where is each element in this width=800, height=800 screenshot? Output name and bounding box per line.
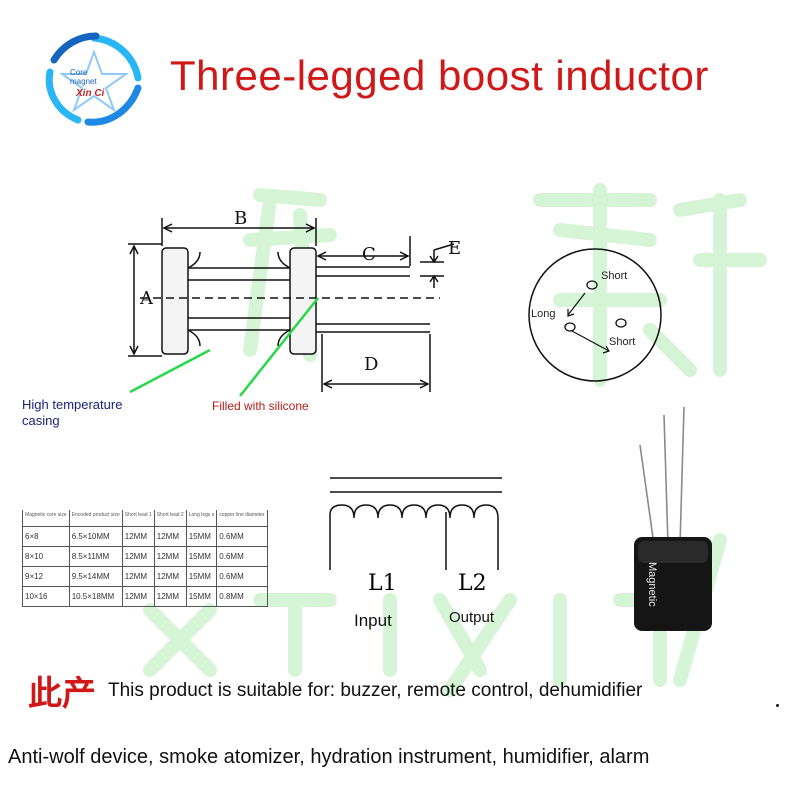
table-cell: 12MM bbox=[121, 586, 155, 607]
dot-mark bbox=[776, 704, 779, 707]
component-marking: Magnetic bbox=[646, 562, 658, 607]
table-cell: 12MM bbox=[153, 566, 187, 587]
spec-table: Magnetic core size Encoded product size … bbox=[22, 510, 268, 607]
output-label: Output bbox=[449, 609, 495, 626]
table-header: Magnetic core size bbox=[22, 510, 70, 527]
table-cell: 0.6MM bbox=[216, 566, 268, 587]
table-cell: 0.6MM bbox=[216, 546, 268, 567]
table-cell: 8.5×11MM bbox=[68, 546, 123, 567]
coil-l1-label: L1 bbox=[368, 571, 397, 596]
table-cell: 15MM bbox=[185, 546, 218, 567]
pin-short-bottom-label: Short bbox=[609, 336, 635, 348]
table-row: 8×10 8.5×11MM 12MM 12MM 15MM 0.6MM bbox=[22, 546, 268, 567]
table-cell: 9.5×14MM bbox=[68, 566, 123, 587]
dim-label-d: D bbox=[364, 354, 378, 375]
dim-label-c: C bbox=[362, 244, 376, 265]
table-row: 9×12 9.5×14MM 12MM 12MM 15MM 0.6MM bbox=[22, 566, 268, 587]
table-cell: 10×16 bbox=[22, 586, 70, 607]
suitable-for-text: This product is suitable for: buzzer, re… bbox=[108, 680, 643, 701]
table-cell: 0.8MM bbox=[216, 586, 268, 607]
logo-brand-text: Xin Ci bbox=[76, 88, 105, 99]
casing-caption: High temperature casing bbox=[22, 397, 123, 428]
pin-layout-diagram: Short Long Short bbox=[528, 248, 662, 382]
table-cell: 10.5×18MM bbox=[68, 586, 123, 607]
dim-label-a: A bbox=[139, 288, 154, 309]
dim-label-b: B bbox=[234, 208, 247, 229]
table-cell: 9×12 bbox=[22, 566, 70, 587]
table-cell: 12MM bbox=[153, 546, 187, 567]
table-cell: 0.6MM bbox=[216, 526, 268, 547]
table-cell: 12MM bbox=[121, 526, 155, 547]
silicone-caption: Filled with silicone bbox=[212, 399, 309, 413]
chinese-notice-text: 此产 bbox=[28, 674, 96, 714]
pin-short-top-label: Short bbox=[601, 270, 627, 282]
table-cell: 12MM bbox=[153, 586, 187, 607]
table-header: Long legs s bbox=[185, 510, 218, 527]
table-header: copper line diameter bbox=[216, 510, 268, 527]
table-cell: 15MM bbox=[185, 526, 218, 547]
inductor-component-image bbox=[634, 406, 712, 631]
coil-circuit-diagram: L1 L2 bbox=[329, 477, 502, 596]
table-cell: 12MM bbox=[153, 526, 187, 547]
table-header: Encoded product size bbox=[68, 510, 123, 527]
page-title: Three-legged boost inductor bbox=[170, 52, 709, 99]
table-cell: 12MM bbox=[121, 546, 155, 567]
table-cell: 12MM bbox=[121, 566, 155, 587]
devices-list-text: Anti-wolf device, smoke atomizer, hydrat… bbox=[8, 746, 650, 768]
table-cell: 8×10 bbox=[22, 546, 70, 567]
pin-long-label: Long bbox=[531, 308, 555, 320]
dim-label-e: E bbox=[448, 238, 460, 259]
star-logo-icon bbox=[45, 32, 142, 126]
table-row: 6×8 6.5×10MM 12MM 12MM 15MM 0.6MM bbox=[22, 526, 268, 547]
table-cell: 15MM bbox=[185, 586, 218, 607]
coil-l2-label: L2 bbox=[458, 571, 487, 596]
inductor-dimension-drawing: A B C D E bbox=[128, 208, 460, 397]
table-cell: 6.5×10MM bbox=[68, 526, 123, 547]
table-cell: 6×8 bbox=[22, 526, 70, 547]
input-label: Input bbox=[354, 611, 392, 630]
table-header: Short lead 1 bbox=[121, 510, 155, 527]
table-row: 10×16 10.5×18MM 12MM 12MM 15MM 0.8MM bbox=[22, 586, 268, 607]
table-header: Short lead 2 bbox=[153, 510, 187, 527]
table-cell: 15MM bbox=[185, 566, 218, 587]
